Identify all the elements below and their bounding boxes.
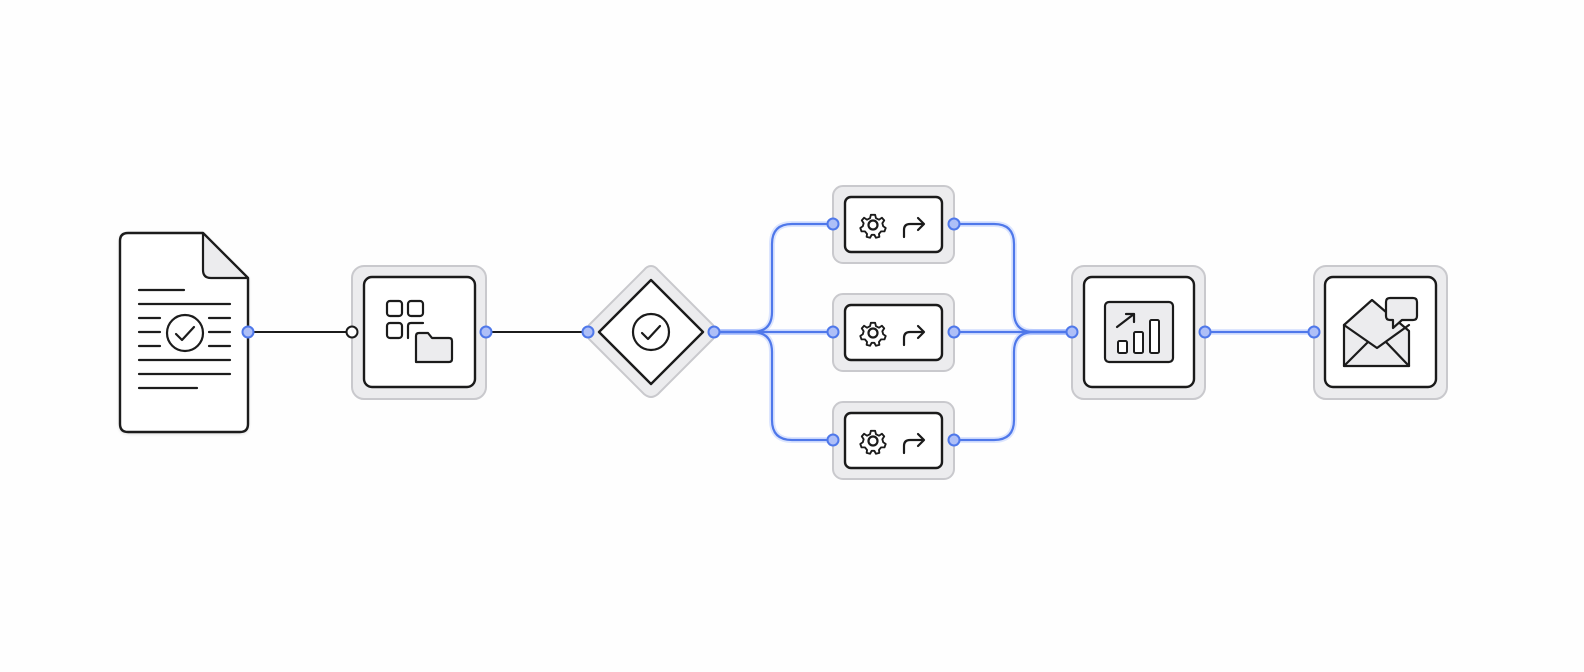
port-organize-in[interactable] [345, 325, 359, 339]
edge-gateway-to-process-3[interactable] [714, 330, 832, 442]
port-process-3-in[interactable] [826, 433, 840, 447]
apps-folder-icon [385, 299, 454, 364]
node-process-1[interactable] [832, 185, 955, 264]
connection-ports [241, 217, 1321, 447]
port-process-1-out[interactable] [947, 217, 961, 231]
port-gateway-out[interactable] [707, 325, 721, 339]
port-process-2-in[interactable] [826, 325, 840, 339]
port-analytics-out[interactable] [1198, 325, 1212, 339]
connection-lines [248, 221, 1314, 443]
node-process-2[interactable] [832, 293, 955, 372]
port-organize-out[interactable] [479, 325, 493, 339]
port-notify-in[interactable] [1307, 325, 1321, 339]
node-process-3[interactable] [832, 401, 955, 480]
port-gateway-in[interactable] [581, 325, 595, 339]
gear-icon [859, 213, 887, 239]
port-document-out[interactable] [241, 325, 255, 339]
port-process-2-out[interactable] [947, 325, 961, 339]
forward-arrow-icon [902, 432, 926, 455]
forward-arrow-icon [902, 324, 926, 347]
forward-arrow-icon [902, 216, 926, 239]
port-process-1-in[interactable] [826, 217, 840, 231]
gear-icon [859, 321, 887, 347]
gear-icon [859, 429, 887, 455]
edge-process-3-to-analytics[interactable] [954, 330, 1072, 442]
mail-chat-icon [1342, 296, 1419, 368]
node-document[interactable] [118, 231, 250, 434]
document-check-icon [137, 288, 232, 390]
port-analytics-in[interactable] [1065, 325, 1079, 339]
node-organize[interactable] [351, 265, 487, 400]
node-notify[interactable] [1313, 265, 1448, 400]
node-analytics[interactable] [1071, 265, 1206, 400]
check-circle-icon [631, 312, 671, 352]
node-approval-gateway[interactable] [586, 264, 716, 398]
port-process-3-out[interactable] [947, 433, 961, 447]
chart-trend-icon [1103, 300, 1175, 364]
